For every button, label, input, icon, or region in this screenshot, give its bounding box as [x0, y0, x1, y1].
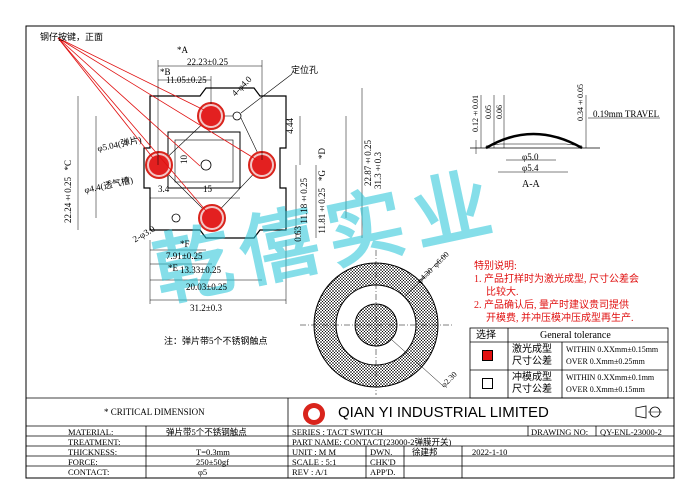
tb-material-label: MATERIAL: [68, 427, 114, 437]
tb-critical: * CRITICAL DIMENSION [104, 407, 205, 417]
tb-treatment-label: TREATMENT: [68, 437, 121, 447]
tol-row1-checkbox[interactable] [482, 350, 493, 361]
notes-title: 特别说明: [474, 261, 517, 272]
tb-material-value: 弹片带5个不锈钢触点 [166, 427, 247, 437]
tol-row2-method-a: 冲模成型 [512, 372, 552, 383]
datum-a: *A [177, 45, 188, 55]
dim-0-63: 0.63 [293, 226, 303, 242]
tb-thickness-label: THICKNESS: [68, 447, 118, 457]
dim-3-4: 3.4 [158, 184, 170, 194]
tb-unit: UNIT : M M [292, 447, 336, 457]
dim-11-05: 11.05±0.25 [166, 75, 207, 85]
ring-view [300, 250, 452, 395]
sheet-border [25, 25, 675, 479]
sec-0-12: 0.12±0.01 [471, 95, 480, 132]
dim-20-03: 20.03±0.25 [186, 282, 227, 292]
section-view [470, 95, 660, 173]
tol-row1-method-b: 尺寸公差 [512, 356, 552, 367]
label-locating-hole: 定位孔 [291, 65, 319, 75]
tb-part-name: PART NAME: CONTACT(23000-2弹膜开关) [292, 437, 452, 447]
tb-dwn-label: DWN. [370, 447, 393, 457]
dimension-lines [77, 60, 363, 304]
notes-line1: 1. 产品打样时为激光成型, 尺寸公差会 [474, 274, 639, 285]
dim-7-91: 7.91±0.25 [166, 251, 203, 261]
tb-appd: APP'D. [370, 467, 396, 477]
contact-center [200, 159, 212, 171]
tol-select-header: 选择 [476, 330, 496, 341]
datum-g: *G [317, 170, 327, 181]
tb-contact-label: CONTACT: [68, 467, 110, 477]
leader-lines-red [57, 37, 258, 213]
dim-22-23: 22.23±0.25 [187, 57, 228, 67]
datum-c: *C [63, 160, 73, 171]
datum-f: *F [180, 239, 190, 249]
contact-bottom [198, 204, 226, 232]
tb-drawing-no-label: DRAWING NO: [531, 427, 589, 437]
tol-row2-within: WITHIN 0.XXmm±0.1mm [566, 373, 655, 382]
tol-row2-over: OVER 0.Xmm±0.15mm [566, 385, 645, 394]
contact-left [145, 151, 173, 179]
tb-scale: SCALE : 5:1 [292, 457, 337, 467]
sec-phi5: φ5.0 [522, 152, 539, 162]
section-label: A-A [522, 179, 540, 190]
tol-row2-checkbox[interactable] [482, 378, 493, 389]
dim-13-33: 13.33±0.25 [180, 265, 221, 275]
part-outline [143, 87, 287, 239]
projection-symbol-icon [635, 405, 662, 419]
tb-force-value: 250±50gf [196, 457, 229, 467]
note-contacts: 注：弹片带5个不锈钢触点 [164, 336, 268, 346]
sec-0-05: 0.05 [484, 105, 493, 119]
leader-locating [240, 73, 293, 114]
dim-15: 15 [203, 184, 212, 194]
dim-11-81: 11.81±0.25 [317, 188, 327, 234]
tb-date: 2022-1-10 [472, 447, 508, 457]
locating-hole-2 [171, 213, 181, 223]
tb-rev: REV : A/1 [292, 467, 328, 477]
title-block-grid [26, 397, 674, 478]
label-steel-button: 钢仔按键，正面 [40, 32, 104, 42]
tol-row2-method-b: 尺寸公差 [512, 384, 552, 395]
notes-line1b: 比较大. [486, 287, 519, 298]
tb-chkd: CHK'D [370, 457, 396, 467]
dim-11-18: 11.18±0.25 [299, 178, 309, 224]
contact-top [197, 102, 225, 130]
dim-31-2: 31.2±0.3 [190, 303, 222, 313]
dim-4-44: 4.44 [285, 118, 295, 134]
tol-row1-within: WITHIN 0.XXmm±0.15mm [566, 345, 659, 354]
tol-header: General tolerance [540, 330, 611, 341]
notes-line2b: 开模费, 并冲压模冲压成型再生产. [486, 313, 634, 324]
tb-drawing-no: QY-ENL-23000-2 [600, 427, 662, 437]
dim-22-87: 22.87±0.25 [363, 140, 373, 186]
locating-hole-1 [232, 111, 242, 121]
tb-company: QIAN YI INDUSTRIAL LIMITED [338, 404, 549, 421]
company-logo [303, 403, 325, 425]
tol-row1-over: OVER 0.Xmm±0.25mm [566, 357, 645, 366]
inner-window-2 [174, 139, 234, 183]
tb-thickness-value: T=0.3mm [196, 447, 230, 457]
tol-row1-method-a: 激光成型 [512, 344, 552, 355]
dim-10: 10 [179, 155, 189, 164]
tb-force-label: FORCE: [68, 457, 98, 467]
sec-0-06: 0.06 [495, 105, 504, 119]
datum-e: *E [168, 263, 178, 273]
dim-22-24: 22.24±0.25 [63, 177, 73, 223]
tb-contact-value: φ5 [198, 467, 208, 477]
contact-right [248, 151, 276, 179]
sec-travel: 0.19mm TRAVEL [593, 109, 660, 119]
notes-line2: 2. 产品确认后, 量产时建议贵司提供 [474, 300, 629, 311]
sec-0-34: 0.34±0.05 [576, 84, 585, 121]
dim-31-3: 31.3±0.3 [373, 152, 383, 189]
tb-dwn-name: 徐建邦 [412, 447, 438, 457]
datum-d: *D [317, 148, 327, 159]
sec-phi5-4: φ5.4 [522, 163, 539, 173]
datum-b: *B [160, 67, 171, 77]
tb-series: SERIES : TACT SWITCH [292, 427, 383, 437]
